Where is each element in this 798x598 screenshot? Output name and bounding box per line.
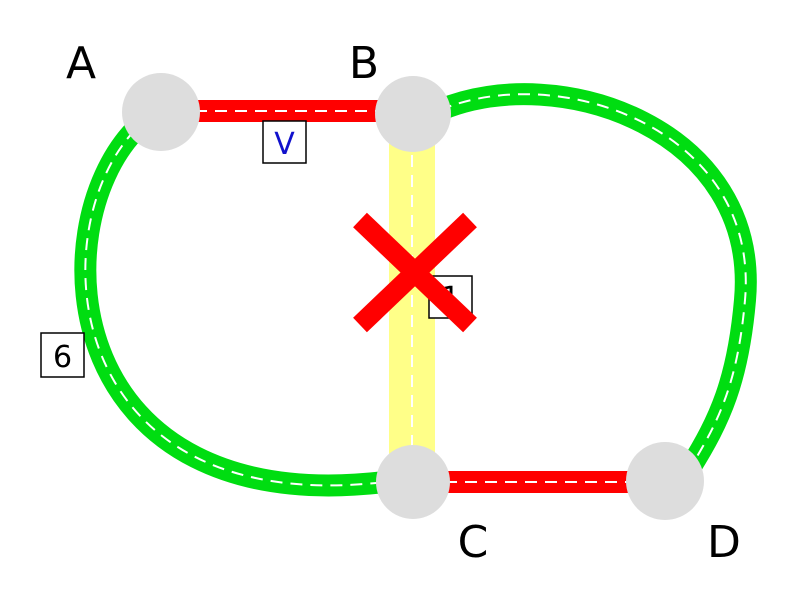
node-b[interactable] — [375, 76, 451, 152]
node-a[interactable] — [122, 73, 200, 151]
edge-label-a-c: 6 — [40, 332, 85, 378]
edge-label-a-c-text: 6 — [53, 340, 72, 375]
edge-a-b-track — [190, 100, 390, 122]
edge-b-d — [435, 83, 757, 474]
edge-a-c — [74, 122, 387, 497]
edge-c-d — [440, 471, 640, 493]
edge-label-a-b-text: V — [274, 127, 295, 162]
node-label-b: B — [349, 38, 379, 89]
node-c[interactable] — [376, 445, 450, 519]
edge-a-c-track — [74, 122, 387, 497]
edge-a-c-dash — [84, 129, 386, 487]
edge-label-a-b-box — [262, 120, 307, 164]
edge-a-b — [190, 100, 390, 122]
cross-out-mark — [353, 212, 477, 333]
edge-b-d-track — [435, 83, 757, 474]
edge-c-d-track — [440, 471, 640, 493]
node-label-c: C — [458, 517, 489, 568]
edge-b-d-dash — [439, 93, 747, 469]
edge-label-a-b: V — [262, 120, 307, 164]
node-label-a: A — [66, 38, 96, 89]
node-label-d: D — [707, 517, 741, 568]
cross-stroke-2 — [353, 212, 477, 333]
edge-label-a-c-box — [40, 332, 85, 378]
node-d[interactable] — [626, 442, 704, 520]
